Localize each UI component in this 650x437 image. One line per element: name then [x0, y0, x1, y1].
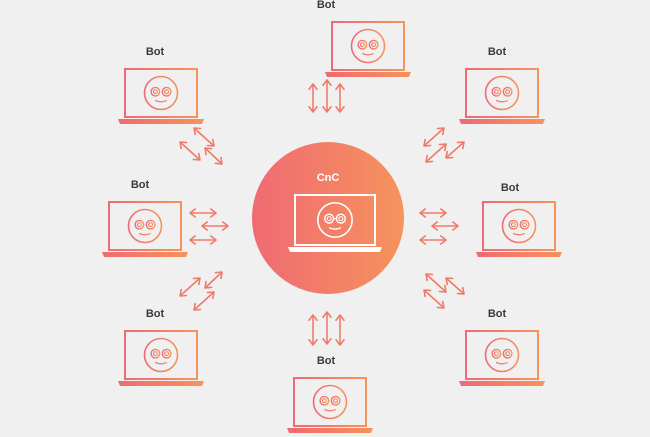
double-arrow-icon — [308, 314, 318, 346]
bot-laptop-top — [323, 21, 413, 81]
robot-face-icon — [143, 75, 179, 111]
bot-label-top-right: Bot — [487, 46, 507, 58]
double-arrow-icon — [335, 83, 345, 113]
cnc-laptop — [286, 194, 384, 256]
robot-face-icon — [317, 202, 353, 238]
cnc-label: CnC — [316, 172, 340, 184]
bot-laptop-top-left — [116, 68, 206, 128]
bot-label-bottom-left: Bot — [145, 308, 165, 320]
robot-face-icon — [312, 384, 348, 420]
bot-label-right: Bot — [500, 182, 520, 194]
double-arrow-icon — [189, 235, 217, 245]
bot-label-bottom-right: Bot — [487, 308, 507, 320]
bot-label-top-left: Bot — [145, 46, 165, 58]
double-arrow-icon — [445, 141, 465, 159]
double-arrow-icon — [425, 143, 447, 163]
bot-laptop-top-right — [457, 68, 547, 128]
double-arrow-icon — [189, 208, 217, 218]
bot-laptop-left — [100, 201, 190, 261]
double-arrow-icon — [431, 221, 459, 231]
double-arrow-icon — [425, 273, 447, 293]
double-arrow-icon — [445, 277, 465, 295]
bot-label-top: Bot — [316, 0, 336, 11]
double-arrow-icon — [193, 127, 215, 147]
robot-face-icon — [501, 208, 537, 244]
bot-laptop-right — [474, 201, 564, 261]
bot-laptop-bottom-right — [457, 330, 547, 390]
double-arrow-icon — [179, 141, 201, 161]
robot-face-icon — [127, 208, 163, 244]
double-arrow-icon — [308, 83, 318, 113]
robot-face-icon — [143, 337, 179, 373]
bot-label-left: Bot — [130, 179, 150, 191]
robot-face-icon — [484, 337, 520, 373]
double-arrow-icon — [179, 277, 201, 297]
double-arrow-icon — [204, 147, 223, 165]
bot-label-bottom: Bot — [316, 355, 336, 367]
robot-face-icon — [484, 75, 520, 111]
double-arrow-icon — [419, 208, 447, 218]
bot-laptop-bottom — [285, 377, 375, 437]
double-arrow-icon — [204, 271, 223, 289]
double-arrow-icon — [419, 235, 447, 245]
double-arrow-icon — [335, 314, 345, 346]
double-arrow-icon — [193, 291, 215, 311]
double-arrow-icon — [322, 311, 332, 345]
double-arrow-icon — [423, 289, 445, 309]
double-arrow-icon — [322, 79, 332, 113]
cnc-server-circle — [252, 142, 404, 294]
double-arrow-icon — [201, 221, 229, 231]
robot-face-icon — [350, 28, 386, 64]
double-arrow-icon — [423, 127, 445, 147]
bot-laptop-bottom-left — [116, 330, 206, 390]
